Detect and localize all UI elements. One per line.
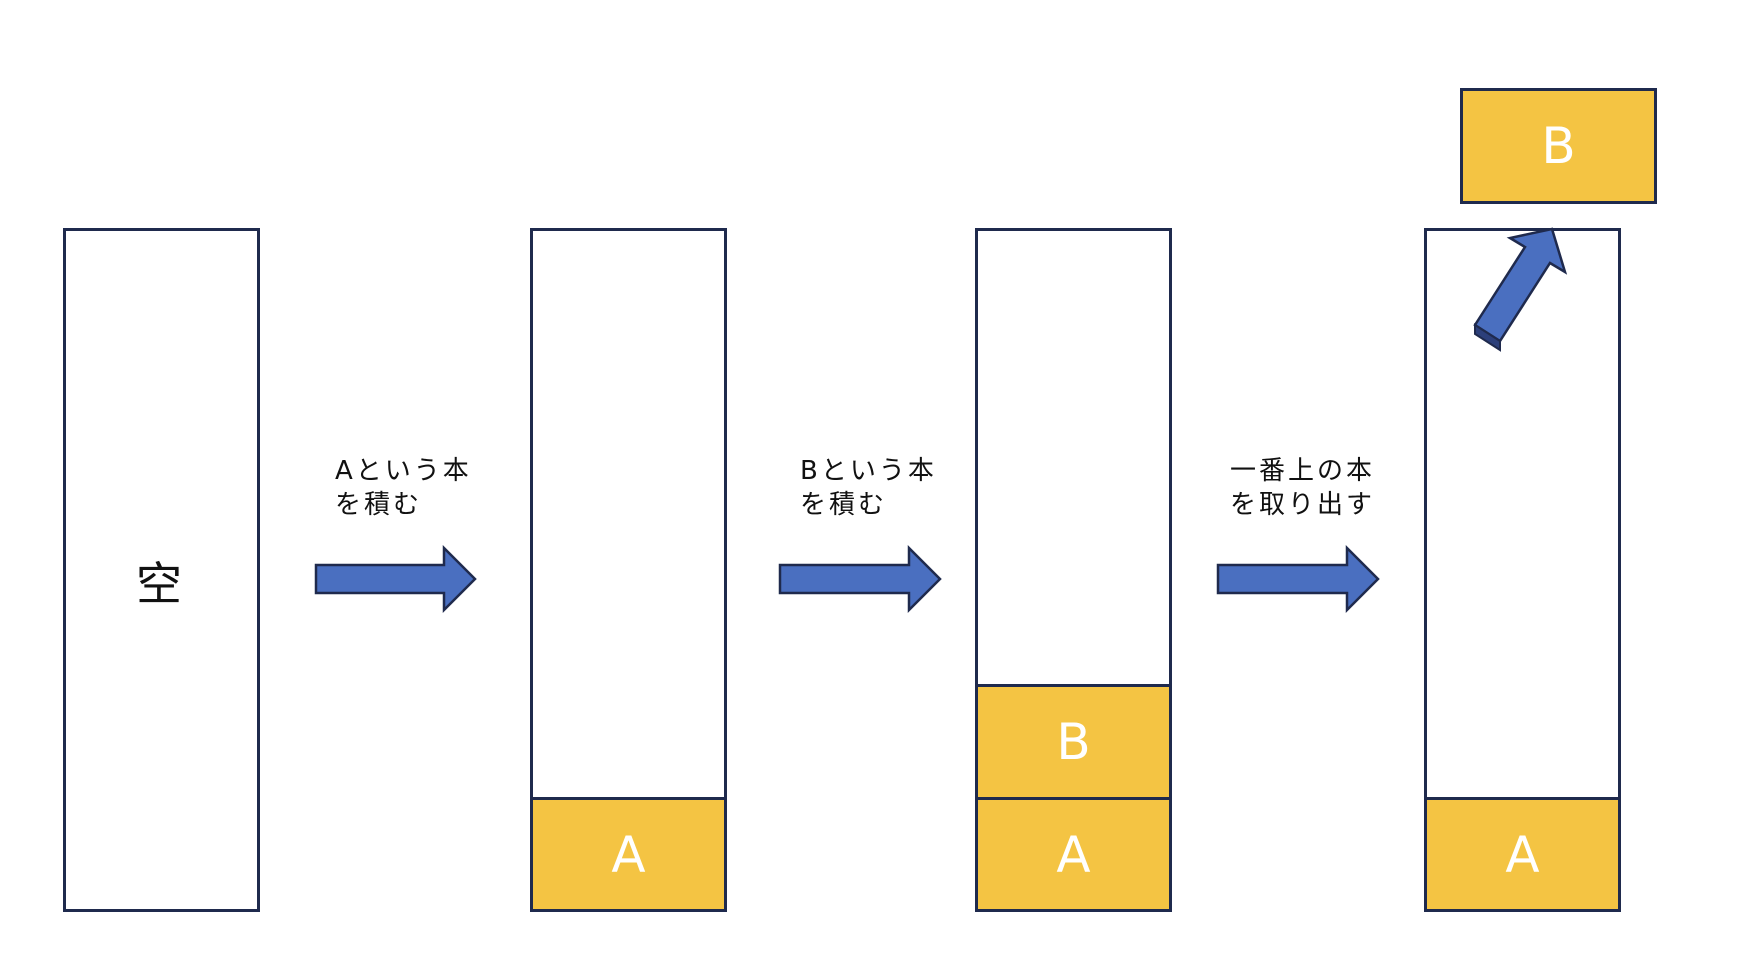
book-a: A: [975, 797, 1172, 912]
removed-book-b: B: [1460, 88, 1657, 204]
right-arrow-icon: [314, 544, 477, 614]
step-label-push-a: Aという本 を積む: [335, 454, 472, 522]
step-label-pop: 一番上の本 を取り出す: [1230, 454, 1375, 522]
step-label-push-b: Bという本 を積む: [800, 454, 937, 522]
pop-arrow-icon: [1473, 227, 1568, 343]
step-label-line2: を積む: [335, 490, 423, 520]
right-arrow-icon: [1216, 544, 1380, 614]
step-label-line1: 一番上の本: [1230, 456, 1376, 486]
step-label-line2: を取り出す: [1230, 490, 1376, 520]
step-label-line1: Bという本: [800, 456, 937, 486]
empty-label: 空: [136, 557, 182, 611]
book-b: B: [975, 684, 1172, 800]
step-label-line2: を積む: [800, 490, 888, 520]
step-label-line1: Aという本: [335, 456, 472, 486]
book-a: A: [530, 797, 727, 912]
stack-empty: [63, 228, 260, 912]
pop-arrow-shadow-icon: [1474, 323, 1501, 352]
right-arrow-icon: [778, 544, 942, 614]
book-a: A: [1424, 797, 1621, 912]
